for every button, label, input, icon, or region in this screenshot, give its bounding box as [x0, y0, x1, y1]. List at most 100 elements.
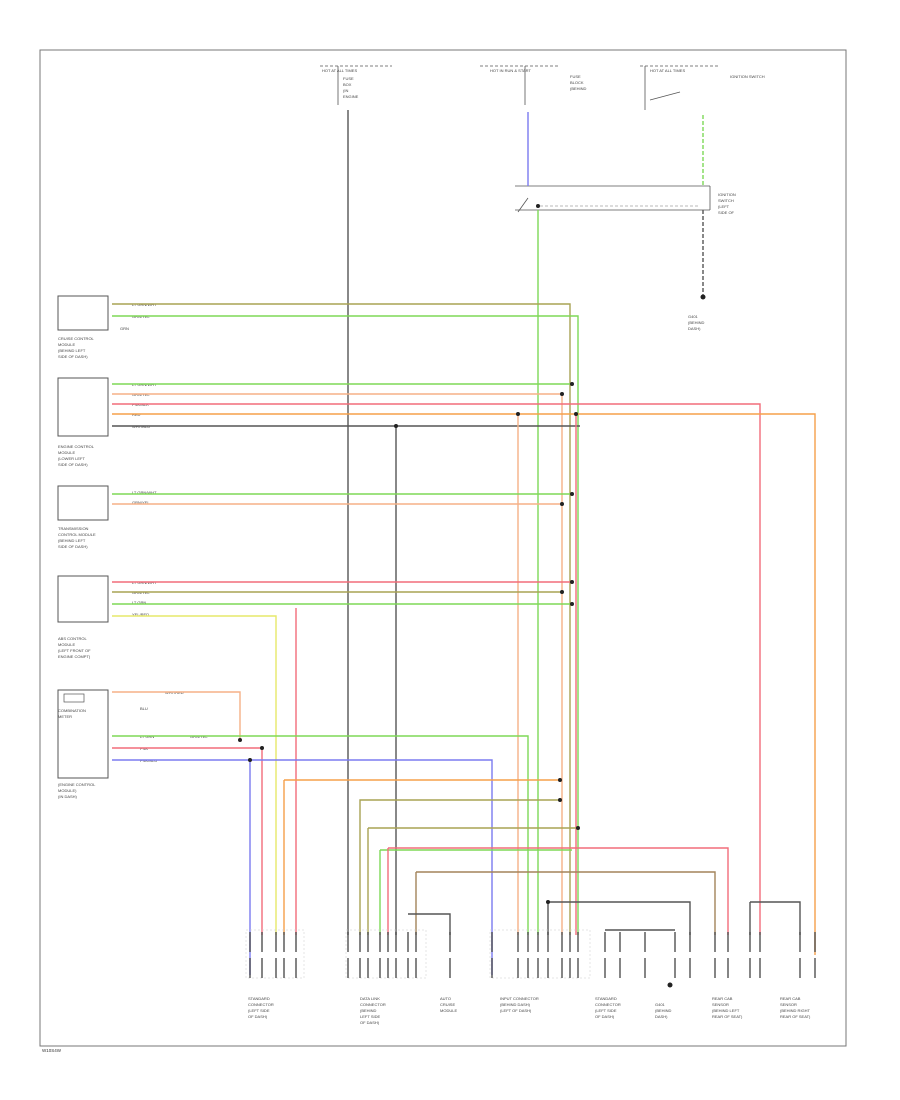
module-engine-name-2: MODULE — [58, 450, 75, 455]
ground-g401-top: G401 (BEHIND DASH) — [688, 294, 706, 331]
module-trans-name-4: SIDE OF DASH) — [58, 544, 88, 549]
module-trans: TRANSMISSION CONTROL MODULE (BEHIND LEFT… — [57, 485, 157, 549]
fuse-label-left-2: BOX — [343, 82, 352, 87]
pin-comb-2: BLU — [140, 706, 148, 711]
wire-olive-dist2 — [367, 827, 578, 935]
wire-brown-dist — [415, 871, 716, 935]
c5-label-3: (LEFT SIDE — [595, 1008, 617, 1013]
c2-label-3: (BEHIND — [360, 1008, 377, 1013]
ground-label-1: G401 — [688, 314, 699, 319]
connector-c6: G401 (BEHIND DASH) — [655, 982, 673, 1019]
fuse-label-left-3: (IN — [343, 88, 348, 93]
fuse-label-mid-2: BLOCK — [570, 80, 584, 85]
ignition-label-2: SWITCH — [718, 198, 734, 203]
wire-gray-rear — [749, 901, 801, 935]
source-label-left: HOT AT ALL TIMES — [322, 68, 357, 73]
connector-c3: AUTO CRUISE MODULE — [440, 996, 457, 1013]
module-comb-name-2: METER — [58, 714, 72, 719]
connector-c7: REAR CAB SENSOR (BEHIND LEFT REAR OF SEA… — [712, 996, 743, 1019]
c8-label-1: REAR CAB — [780, 996, 801, 1001]
pin-abs-3: LT GRN — [132, 600, 146, 605]
source-label-right: HOT AT ALL TIMES — [650, 68, 685, 73]
module-comb-name-3: (ENGINE CONTROL — [58, 782, 96, 787]
c2-label-4: LEFT SIDE — [360, 1014, 380, 1019]
fuse-label-mid-1: FUSE — [570, 74, 581, 79]
relay-label: IGNITION SWITCH — [730, 74, 765, 79]
c8-label-2: SENSOR — [780, 1002, 797, 1007]
module-comb-name-1: COMBINATION — [58, 708, 86, 713]
ignition-label-3: (LEFT — [718, 204, 730, 209]
wire-green-cruise — [112, 315, 579, 935]
c4-label-3: (LEFT OF DASH) — [500, 1008, 532, 1013]
pin-abs-4: YEL/RED — [132, 612, 149, 617]
wire-orange-engine — [112, 413, 816, 955]
wire-group — [112, 110, 816, 975]
fuse-label-left-4: ENGINE — [343, 94, 359, 99]
top-source-mid: HOT IN RUN & START FUSE BLOCK (BEHIND — [480, 65, 587, 105]
ignition-label-4: SIDE OF — [718, 210, 735, 215]
wire-red-dist — [387, 847, 729, 935]
ground-label-2: (BEHIND — [688, 320, 705, 325]
wire-gray-dist — [547, 901, 691, 935]
diagram-frame — [39, 49, 847, 1047]
module-cruise: CRUISE CONTROL MODULE (BEHIND LEFT SIDE … — [57, 295, 157, 359]
pin-trans-2: GRN/YEL — [132, 500, 150, 505]
wire-red-comb — [112, 747, 263, 935]
wire-green-comb — [112, 735, 529, 935]
wire-olive-dist — [359, 799, 560, 935]
module-cruise-name-2: MODULE — [58, 342, 75, 347]
splice-dots — [238, 204, 580, 904]
c6-label-1: G401 — [655, 1002, 666, 1007]
figure-id: W10S4W — [42, 1048, 62, 1053]
module-trans-name-2: CONTROL MODULE — [58, 532, 96, 537]
module-engine-name-1: ENGINE CONTROL — [58, 444, 95, 449]
wire-red-engine — [112, 403, 761, 935]
c3-label-3: MODULE — [440, 1008, 457, 1013]
module-engine: ENGINE CONTROL MODULE (LOWER LEFT SIDE O… — [57, 377, 157, 467]
wire-olive-cruise — [112, 303, 571, 935]
wire-gray-auto — [408, 913, 451, 935]
c4-label-2: (BEHIND DASH) — [500, 1002, 531, 1007]
c7-label-1: REAR CAB — [712, 996, 733, 1001]
module-cruise-name-3: (BEHIND LEFT — [58, 348, 86, 353]
c5-label-2: CONNECTOR — [595, 1002, 621, 1007]
top-source-left: HOT AT ALL TIMES FUSE BOX (IN ENGINE — [320, 65, 392, 105]
connector-c1: STANDARD CONNECTOR (LEFT SIDE OF DASH) — [245, 929, 305, 1019]
c7-label-4: REAR OF SEAT) — [712, 1014, 743, 1019]
c2-label-5: OF DASH) — [360, 1020, 380, 1025]
ignition-switch: IGNITION SWITCH (LEFT SIDE OF — [515, 185, 736, 215]
module-cruise-name-1: CRUISE CONTROL — [58, 336, 95, 341]
wire-green-dist — [379, 849, 572, 935]
module-abs-name-2: MODULE — [58, 642, 75, 647]
ignition-label-1: IGNITION — [718, 192, 736, 197]
ground-label-3: DASH) — [688, 326, 701, 331]
c5-label-1: STANDARD — [595, 996, 617, 1001]
connector-c2: DATA LINK CONNECTOR (BEHIND LEFT SIDE OF… — [345, 929, 427, 1025]
connector-c5: STANDARD CONNECTOR (LEFT SIDE OF DASH) — [595, 996, 621, 1019]
c1-label-1: STANDARD — [248, 996, 270, 1001]
module-abs-name-3: (LEFT FRONT OF — [58, 648, 91, 653]
c2-label-1: DATA LINK — [360, 996, 380, 1001]
wire-brown-comb — [112, 691, 241, 740]
c6-label-3: DASH) — [655, 1014, 668, 1019]
wire-blue-comb — [112, 759, 493, 975]
module-comb-name-5: (IN DASH) — [58, 794, 78, 799]
module-trans-name-3: (BEHIND LEFT — [58, 538, 86, 543]
module-engine-name-3: (LOWER LEFT — [58, 456, 85, 461]
c3-label-1: AUTO — [440, 996, 451, 1001]
module-abs-name-4: ENGINE COMPT) — [58, 654, 91, 659]
c1-label-2: CONNECTOR — [248, 1002, 274, 1007]
c1-label-3: (LEFT SIDE — [248, 1008, 270, 1013]
pin-trans-1: LT GRN/WHT — [132, 490, 157, 495]
c3-label-2: CRUISE — [440, 1002, 455, 1007]
source-label-mid: HOT IN RUN & START — [490, 68, 531, 73]
c7-label-2: SENSOR — [712, 1002, 729, 1007]
connector-pins — [249, 932, 816, 978]
c1-label-4: OF DASH) — [248, 1014, 268, 1019]
connector-c4: INPUT CONNECTOR (BEHIND DASH) (LEFT OF D… — [489, 929, 591, 1013]
module-combination: COMBINATION METER (ENGINE CONTROL MODULE… — [57, 689, 208, 799]
module-engine-name-4: SIDE OF DASH) — [58, 462, 88, 467]
c5-label-4: OF DASH) — [595, 1014, 615, 1019]
pin-cruise-3: GRN — [120, 326, 129, 331]
